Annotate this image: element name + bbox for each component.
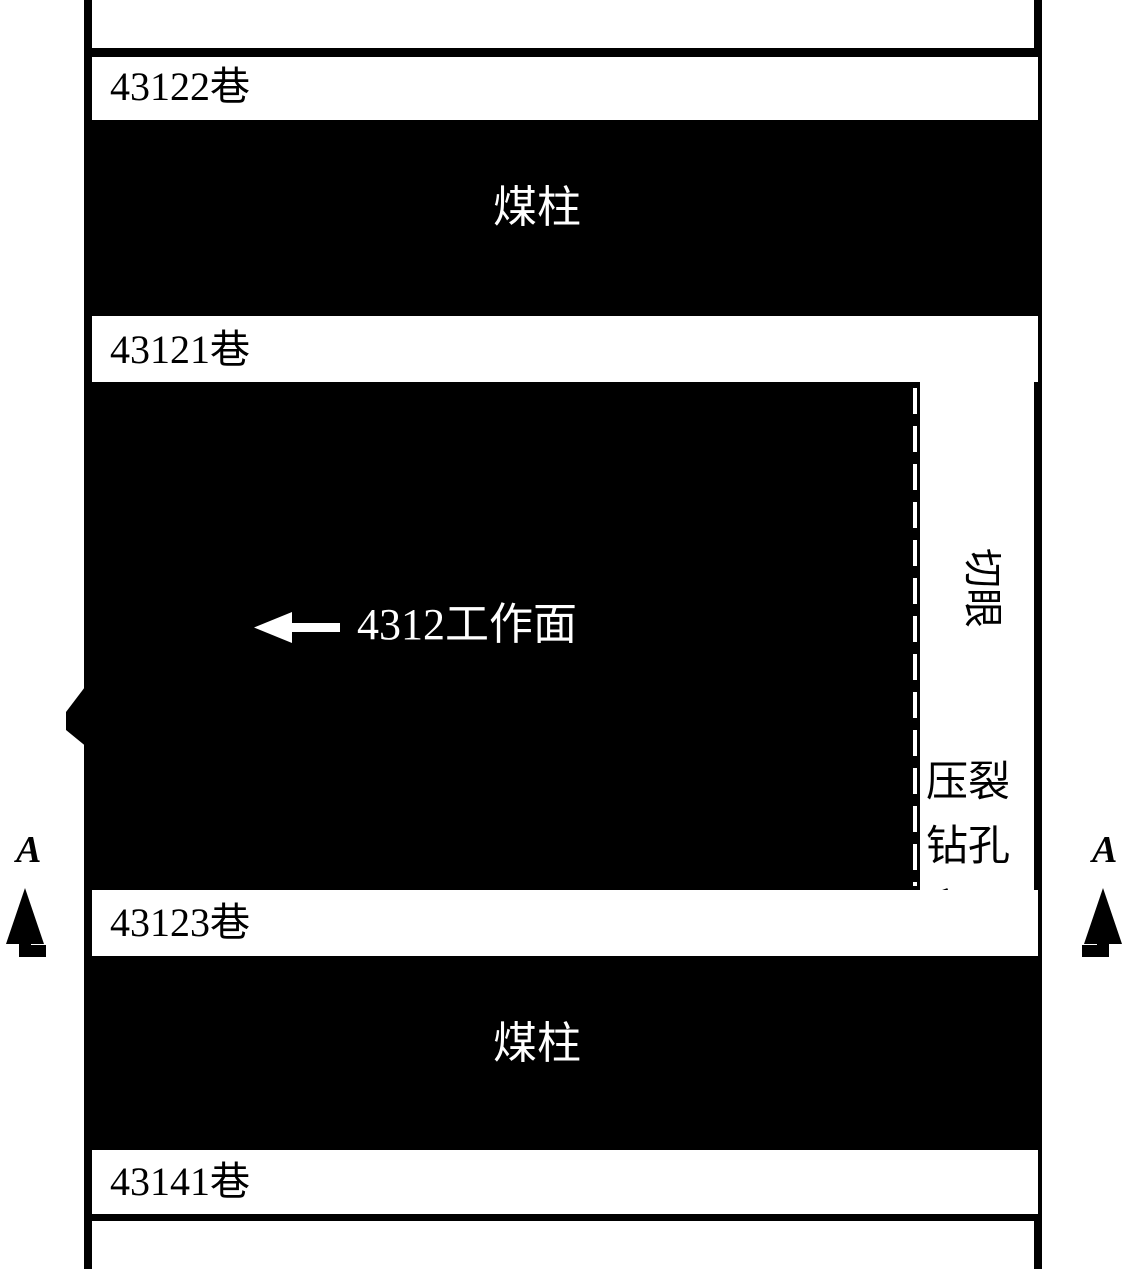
working-face-label: 4312工作面 (357, 600, 577, 649)
coal-pillar-label-upper: 煤柱 (493, 183, 581, 232)
fracturing-borehole-label-line2: 钻孔 (926, 824, 1011, 870)
coal-pillar-lower-block (88, 956, 1042, 1150)
roadway-label-43121: 43121巷 (110, 327, 250, 372)
roadway-label-43123: 43123巷 (110, 900, 250, 945)
coal-pillar-upper-block (88, 120, 1042, 316)
coal-pillar-label-lower: 煤柱 (493, 1019, 581, 1068)
roadway-band-43121 (92, 316, 1038, 382)
fracturing-borehole-label-line1: 压裂 (926, 760, 1011, 806)
section-marker-right-glyph (1082, 888, 1122, 957)
frame-line-top (84, 48, 1042, 57)
section-marker-left-glyph (6, 888, 46, 957)
roadway-band-43122 (92, 57, 1038, 120)
roadway-band-43123 (92, 890, 1038, 956)
working-face-panel-block (88, 382, 920, 890)
section-marker-left-letter: A (16, 829, 42, 871)
cut-through-label: 切眼 (960, 548, 1005, 628)
face-left-notch (66, 683, 88, 748)
roadway-band-43141 (92, 1150, 1038, 1214)
roadway-label-43141: 43141巷 (110, 1159, 250, 1204)
section-marker-right-letter: A (1092, 829, 1118, 871)
roadway-label-43122: 43122巷 (110, 64, 250, 109)
